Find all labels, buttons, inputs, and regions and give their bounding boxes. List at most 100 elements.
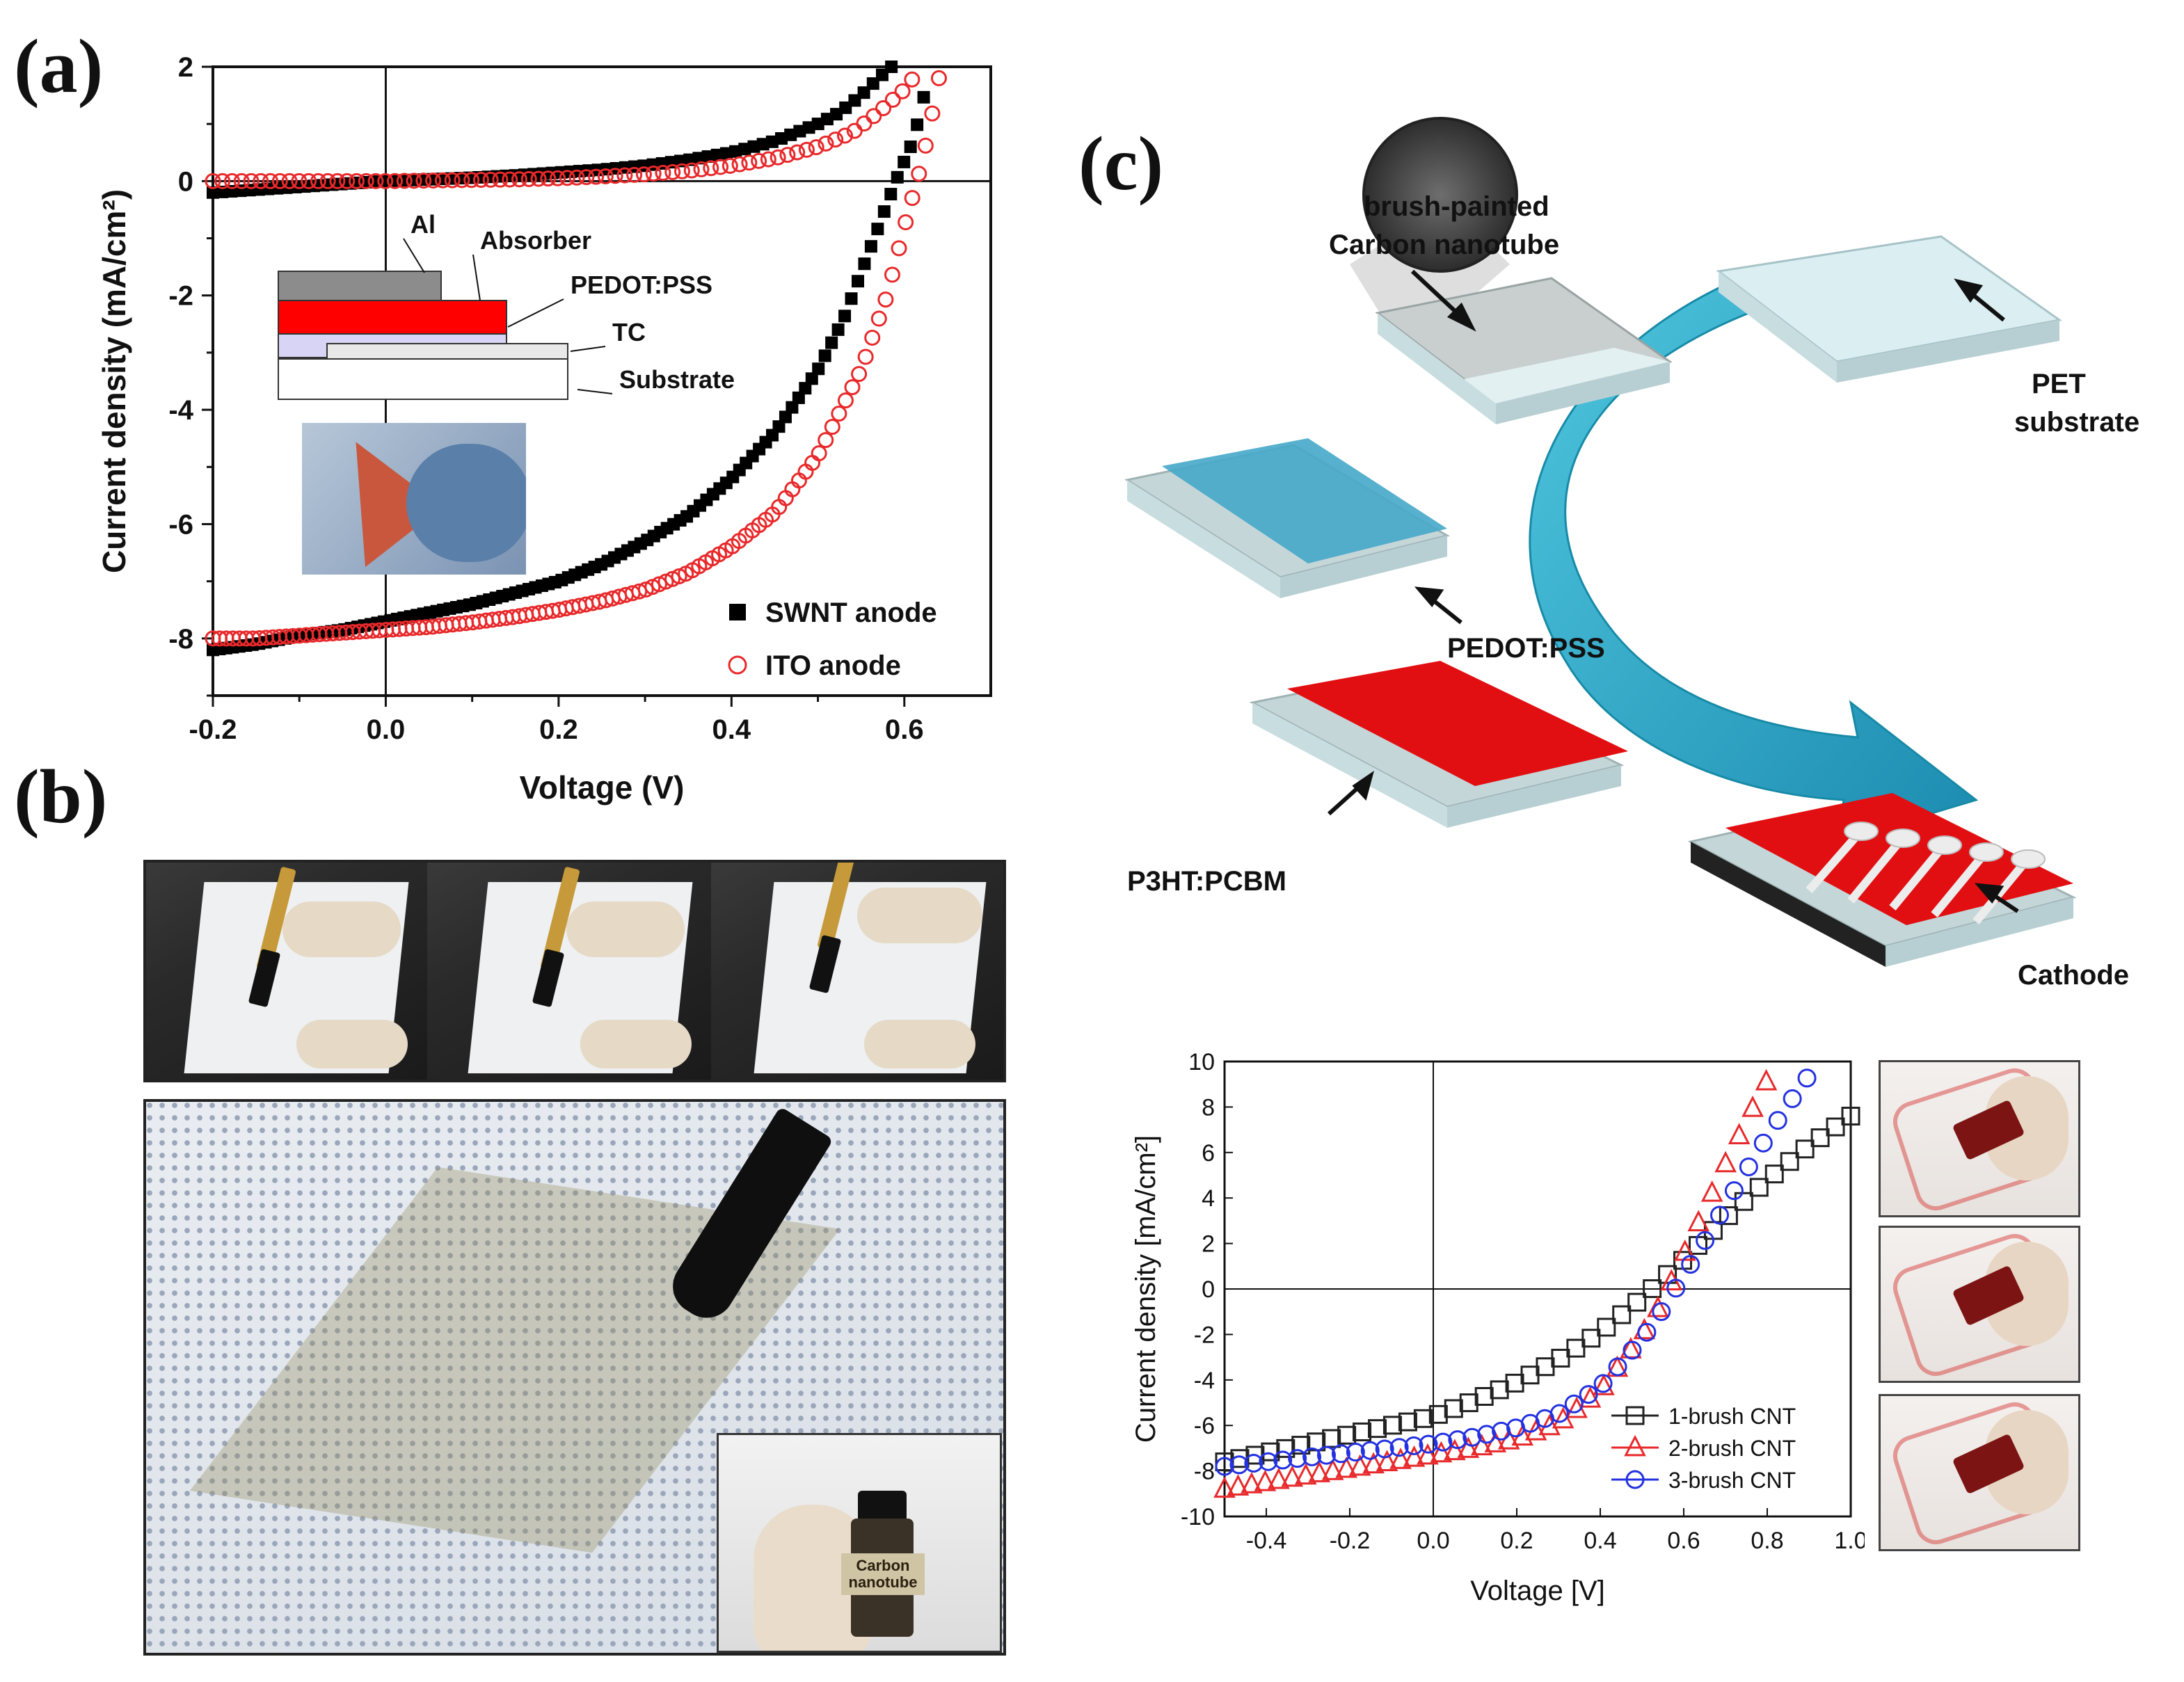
- data-point: [1428, 1404, 1448, 1424]
- data-point: [1597, 1317, 1616, 1337]
- data-point: [1215, 1452, 1234, 1472]
- data-point: [1360, 1441, 1380, 1460]
- data-point: [329, 173, 346, 189]
- data-point: [818, 135, 834, 152]
- data-point: [492, 171, 509, 188]
- data-point: [1462, 1427, 1482, 1447]
- data-point: [310, 173, 326, 189]
- data-point: [808, 139, 824, 156]
- x-tick-label: 0.8: [1751, 1528, 1783, 1554]
- data-point: [1524, 1418, 1547, 1441]
- data-point: [1505, 1373, 1524, 1393]
- data-point: [911, 118, 924, 131]
- data-point: [301, 173, 317, 189]
- data-point: [214, 173, 231, 189]
- legend-marker: [729, 604, 746, 620]
- data-point: [1552, 1407, 1575, 1429]
- data-point: [1728, 1123, 1751, 1144]
- data-point: [712, 159, 729, 175]
- data-point: [1780, 1152, 1799, 1171]
- layer-al: [278, 271, 442, 301]
- legend-label: SWNT anode: [765, 598, 937, 628]
- data-point: [243, 173, 260, 189]
- data-point: [1291, 1436, 1311, 1455]
- data-point: [1403, 1445, 1426, 1467]
- data-point: [799, 382, 812, 395]
- data-point: [904, 141, 917, 154]
- data-point: [578, 169, 595, 186]
- data-point: [1430, 1441, 1453, 1463]
- data-point: [1302, 1447, 1322, 1466]
- data-point: [1593, 1374, 1615, 1395]
- data-point: [1294, 1463, 1317, 1485]
- inset-layer-label: Al: [411, 210, 436, 239]
- label-cathode: Cathode: [2018, 960, 2129, 991]
- y-tick-label: 10: [1188, 1049, 1215, 1075]
- data-point: [825, 336, 838, 349]
- data-point: [857, 349, 874, 365]
- data-point: [870, 310, 887, 327]
- data-point: [683, 162, 700, 179]
- data-point: [673, 163, 690, 179]
- data-point: [866, 108, 882, 125]
- data-point: [482, 171, 499, 188]
- layer-substrate: [278, 358, 568, 400]
- data-point: [1714, 1151, 1737, 1173]
- data-point: [1724, 1181, 1744, 1201]
- data-point: [1444, 1439, 1466, 1461]
- data-point: [1444, 1399, 1463, 1418]
- glove: [566, 902, 685, 957]
- data-point: [1346, 1443, 1365, 1462]
- x-tick-label: 0.2: [1500, 1528, 1533, 1554]
- data-point: [1308, 1461, 1331, 1482]
- data-point: [741, 154, 758, 171]
- data-point: [924, 105, 941, 122]
- x-tick-label: 0.0: [1417, 1528, 1449, 1554]
- data-point: [444, 172, 461, 189]
- data-point: [635, 166, 652, 183]
- inset-layer-label: Absorber: [480, 226, 591, 255]
- data-point: [864, 329, 881, 346]
- data-point: [798, 141, 815, 158]
- data-point: [1322, 1429, 1341, 1448]
- data-point: [281, 173, 298, 189]
- data-point: [845, 292, 858, 305]
- data-point: [891, 240, 907, 257]
- data-point: [1382, 1416, 1402, 1435]
- data-point: [1241, 1472, 1263, 1493]
- data-point: [540, 170, 557, 187]
- data-point: [1316, 1445, 1336, 1465]
- data-point: [1623, 1340, 1642, 1360]
- data-point: [1213, 1476, 1236, 1498]
- data-point: [664, 163, 681, 180]
- pointer-arrows: [1327, 269, 2019, 913]
- data-point: [1551, 1348, 1570, 1368]
- data-point: [1230, 1449, 1250, 1468]
- data-point: [271, 173, 288, 189]
- y-tick-label: -4: [168, 395, 193, 426]
- y-tick-label: -8: [1194, 1459, 1215, 1485]
- data-point: [233, 173, 250, 189]
- label-brush-painted: brush-painted: [1364, 191, 1549, 222]
- label-pet: PET: [2032, 369, 2086, 399]
- data-point: [1647, 1295, 1669, 1317]
- x-tick-label: 0.0: [367, 714, 406, 745]
- data-point: [1579, 1386, 1602, 1408]
- data-point: [1719, 1206, 1738, 1226]
- x-tick-label: 0.2: [539, 714, 578, 745]
- x-tick-label: 1.0: [1834, 1528, 1865, 1554]
- layer-absorber: [278, 300, 507, 335]
- data-point: [1259, 1452, 1278, 1471]
- data-point: [1457, 1436, 1480, 1458]
- data-point: [1753, 1133, 1773, 1153]
- data-point: [396, 173, 413, 189]
- data-point: [1739, 1157, 1758, 1176]
- inset-leader-line: [570, 346, 606, 352]
- y-axis-label: Current density (mA/cm²): [96, 189, 132, 573]
- data-point: [502, 171, 518, 188]
- data-point: [1810, 1128, 1830, 1148]
- data-point: [1795, 1139, 1815, 1159]
- layer-tc: [326, 343, 568, 360]
